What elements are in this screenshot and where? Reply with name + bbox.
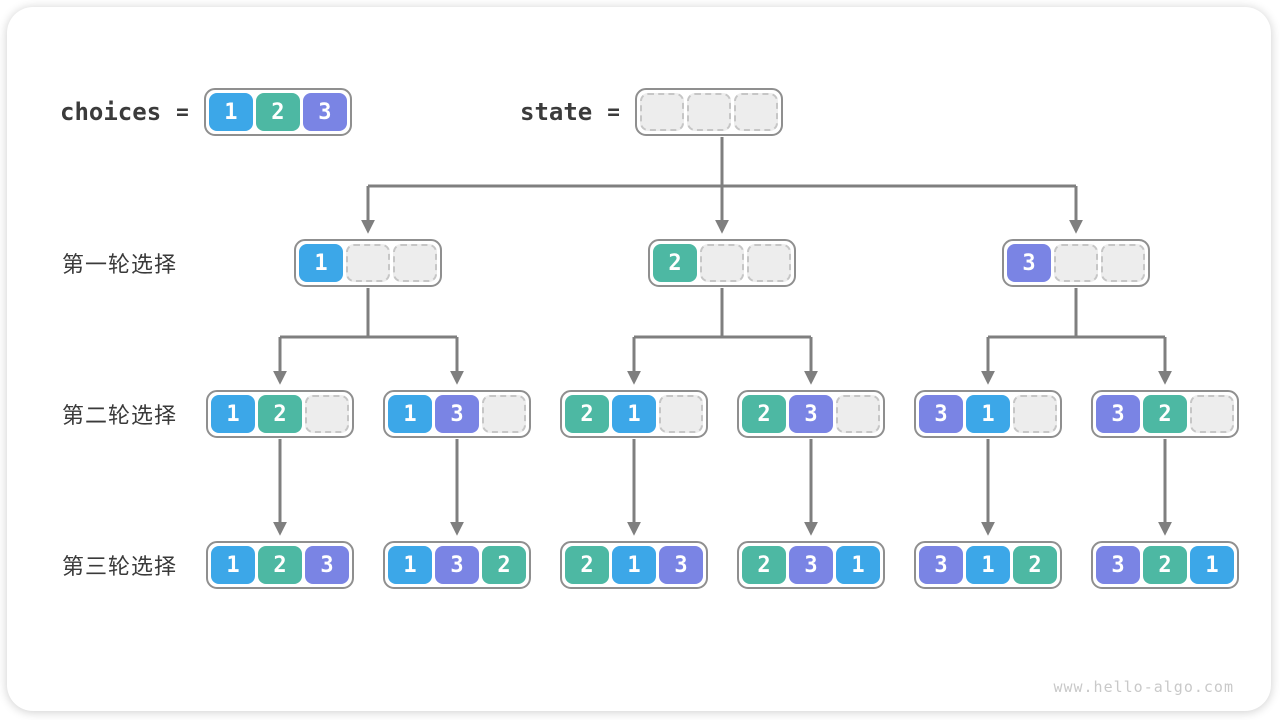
array-cell-1: 1 bbox=[211, 395, 255, 433]
array-cell-empty bbox=[1190, 395, 1234, 433]
array-cell-empty bbox=[836, 395, 880, 433]
watermark: www.hello-algo.com bbox=[1053, 678, 1234, 696]
array-cell-3: 3 bbox=[659, 546, 703, 584]
array-cell-empty bbox=[482, 395, 526, 433]
state-label: state bbox=[520, 98, 593, 126]
array-cell-3: 3 bbox=[1096, 546, 1140, 584]
array-cell-1: 1 bbox=[612, 546, 656, 584]
row-label-round-2: 第二轮选择 bbox=[62, 403, 178, 428]
array-cell-2: 2 bbox=[653, 244, 697, 282]
array-cell-empty bbox=[659, 395, 703, 433]
choices-label: choices bbox=[60, 98, 162, 126]
tree-node-L1-2: 2 bbox=[648, 239, 796, 287]
array-cell-2: 2 bbox=[1143, 395, 1187, 433]
array-cell-1: 1 bbox=[388, 395, 432, 433]
state-array-box bbox=[634, 88, 783, 136]
array-cell-3: 3 bbox=[1007, 244, 1051, 282]
row-label-round-1: 第一轮选择 bbox=[62, 252, 178, 277]
array-cell-2: 2 bbox=[1013, 546, 1057, 584]
array-cell-empty bbox=[686, 93, 731, 131]
array-cell-3: 3 bbox=[435, 546, 479, 584]
array-cell-empty bbox=[305, 395, 349, 433]
array-cell-empty bbox=[1101, 244, 1145, 282]
state-declaration: state = bbox=[520, 88, 783, 136]
array-cell-2: 2 bbox=[482, 546, 526, 584]
state-equals-sign: = bbox=[607, 100, 620, 124]
row-label-round-3: 第三轮选择 bbox=[62, 554, 178, 579]
array-cell-1: 1 bbox=[1190, 546, 1234, 584]
array-cell-2: 2 bbox=[258, 395, 302, 433]
array-cell-2: 2 bbox=[1143, 546, 1187, 584]
array-cell-empty bbox=[747, 244, 791, 282]
array-cell-empty bbox=[393, 244, 437, 282]
array-cell-3: 3 bbox=[919, 546, 963, 584]
array-cell-2: 2 bbox=[565, 546, 609, 584]
array-cell-1: 1 bbox=[966, 395, 1010, 433]
array-cell-empty bbox=[346, 244, 390, 282]
array-cell-3: 3 bbox=[789, 546, 833, 584]
array-cell-3: 3 bbox=[919, 395, 963, 433]
array-cell-empty bbox=[1054, 244, 1098, 282]
array-cell-3: 3 bbox=[789, 395, 833, 433]
array-cell-3: 3 bbox=[1096, 395, 1140, 433]
array-cell-1: 1 bbox=[211, 546, 255, 584]
array-cell-empty bbox=[639, 93, 684, 131]
array-cell-2: 2 bbox=[742, 546, 786, 584]
array-cell-1: 1 bbox=[299, 244, 343, 282]
array-cell-2: 2 bbox=[565, 395, 609, 433]
array-cell-1: 1 bbox=[966, 546, 1010, 584]
tree-node-L1-1: 1 bbox=[294, 239, 442, 287]
array-cell-3: 3 bbox=[435, 395, 479, 433]
array-cell-1: 1 bbox=[836, 546, 880, 584]
array-cell-1: 1 bbox=[612, 395, 656, 433]
choices-equals-sign: = bbox=[176, 100, 189, 124]
array-cell-1: 1 bbox=[208, 93, 253, 131]
tree-node-L1-3: 3 bbox=[1002, 239, 1150, 287]
array-cell-3: 3 bbox=[305, 546, 349, 584]
array-cell-3: 3 bbox=[302, 93, 347, 131]
array-cell-1: 1 bbox=[388, 546, 432, 584]
array-cell-2: 2 bbox=[742, 395, 786, 433]
array-cell-2: 2 bbox=[255, 93, 300, 131]
array-cell-empty bbox=[1013, 395, 1057, 433]
array-cell-empty bbox=[700, 244, 744, 282]
array-cell-empty bbox=[733, 93, 778, 131]
array-cell-2: 2 bbox=[258, 546, 302, 584]
